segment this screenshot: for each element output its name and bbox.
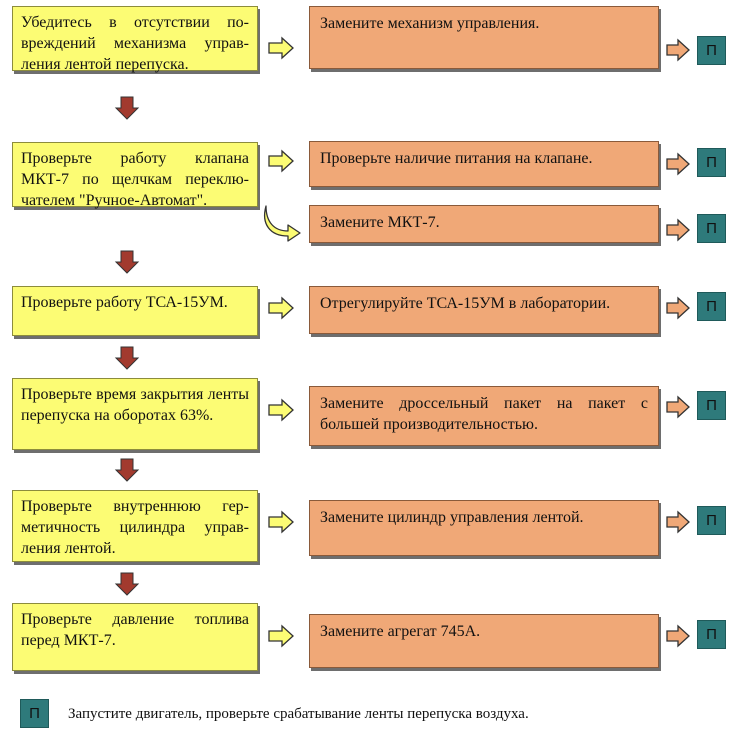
action-box-5: Замените цилиндр управления лентой. [309, 500, 659, 556]
down-arrow-icon [114, 96, 140, 120]
down-arrow-icon [114, 250, 140, 274]
right-arrow-icon [666, 38, 690, 62]
down-arrow-icon [114, 458, 140, 482]
check-box-6: Проверьте давление топлива перед МКТ-7. [12, 603, 258, 671]
right-arrow-icon [666, 296, 690, 320]
right-arrow-icon [666, 395, 690, 419]
down-arrow-icon [114, 572, 140, 596]
right-arrow-icon [666, 152, 690, 176]
start-engine-end-icon: П [697, 620, 726, 649]
down-arrow-icon [114, 346, 140, 370]
action-box-1: Замените механизм управления. [309, 6, 659, 69]
start-engine-end-icon: П [697, 214, 726, 243]
right-arrow-icon [666, 510, 690, 534]
check-box-3: Проверьте работу ТСА-15УМ. [12, 286, 258, 336]
action-box-6: Замените агрегат 745А. [309, 614, 659, 668]
right-arrow-icon [666, 218, 690, 242]
right-arrow-icon [268, 624, 294, 648]
action-box-2b: Замените МКТ-7. [309, 205, 659, 243]
start-engine-end-icon: П [697, 292, 726, 321]
start-engine-end-icon: П [697, 36, 726, 65]
right-arrow-icon [268, 149, 294, 173]
right-arrow-icon [268, 510, 294, 534]
action-box-3: Отрегулируйте ТСА-15УМ в лаборатории. [309, 286, 659, 334]
right-arrow-icon [666, 624, 690, 648]
right-arrow-icon [268, 398, 294, 422]
legend-symbol-icon: П [20, 699, 49, 728]
check-box-2: Проверьте работу клапана МКТ-7 по щелчка… [12, 142, 258, 209]
legend-text: Запустите двигатель, проверьте срабатыва… [68, 706, 529, 722]
action-box-4: Замените дроссельный пакет на пакет с бо… [309, 386, 659, 446]
start-engine-end-icon: П [697, 391, 726, 420]
check-box-4: Проверьте время закрытия ленты перепуска… [12, 378, 258, 450]
action-box-2a: Проверьте наличие питания на клапане. [309, 141, 659, 187]
start-engine-end-icon: П [697, 506, 726, 535]
check-box-5: Проверьте внутреннюю гер­метичность цили… [12, 490, 258, 562]
curved-arrow-icon [264, 205, 301, 242]
start-engine-end-icon: П [697, 148, 726, 177]
check-box-1: Убедитесь в отсутствии по­вреждений меха… [12, 6, 258, 73]
right-arrow-icon [268, 36, 294, 60]
right-arrow-icon [268, 296, 294, 320]
